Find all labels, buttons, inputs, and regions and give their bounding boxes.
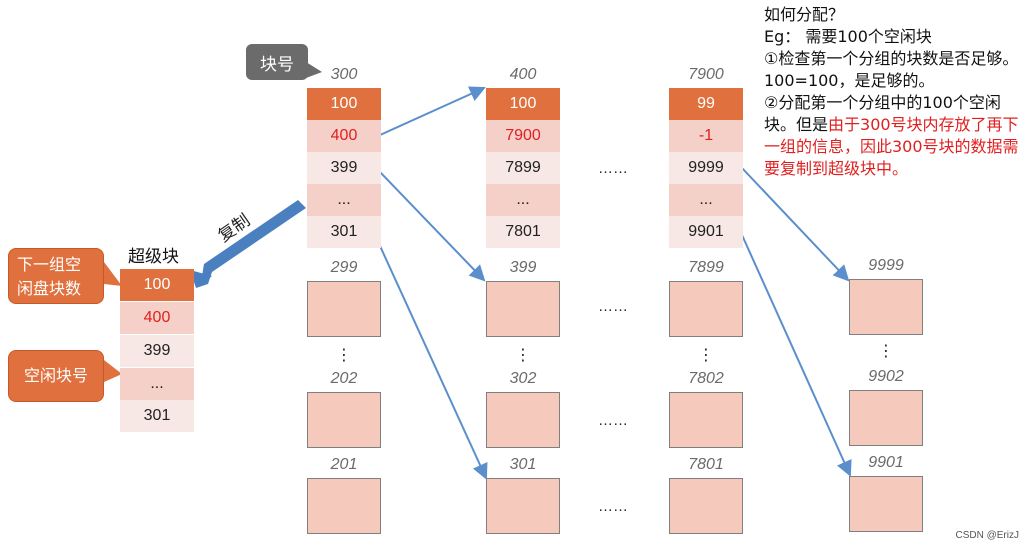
arrow-300-to-400: [379, 86, 486, 136]
block-number-tag-text: 块号: [260, 54, 294, 75]
arrow-9901-to-block: [741, 234, 852, 477]
superblock-cell-next: 400: [120, 302, 194, 334]
note-step2-black: ②分配第一个分组中的100个空闲块。但是: [764, 93, 1001, 134]
group2-cell-count: 100: [486, 88, 560, 120]
group2-cell-next: 7900: [486, 120, 560, 152]
horizontal-ellipsis: ……: [598, 160, 628, 177]
group1-cell: 399: [307, 152, 381, 184]
horizontal-ellipsis: ……: [598, 498, 628, 515]
group2-cell: 7899: [486, 152, 560, 184]
superblock-cell-count: 100: [120, 269, 194, 301]
note-step2: ②分配第一个分组中的100个空闲块。但是由于300号块内存放了再下一组的信息，因…: [764, 92, 1026, 180]
note-step2-red: 由于300号块内存放了再下一组的信息，因此300号块的数据需要复制到超级块中。: [764, 115, 1019, 178]
copy-arrow: [190, 200, 306, 288]
group3-cell: 9999: [669, 152, 743, 184]
group4-free-block: [849, 390, 923, 446]
group2-head-label: 400: [509, 66, 537, 83]
group3-cell: 9901: [669, 216, 743, 248]
callout-pointer-next-group: [104, 262, 122, 286]
group2-block-label: 302: [509, 370, 537, 387]
group2-block-label: 301: [509, 456, 537, 473]
superblock-title: 超级块: [128, 247, 179, 267]
group3-block-label: 7801: [688, 456, 724, 473]
callout-free-block: 空闲块号: [8, 350, 104, 402]
vertical-ellipsis: ⋮: [336, 345, 352, 364]
group1-block-label: 201: [330, 456, 358, 473]
note-line1: Eg： 需要100个空闲块: [764, 27, 932, 46]
group4-block-label: 9901: [868, 454, 904, 471]
group1-cell: 301: [307, 216, 381, 248]
horizontal-ellipsis: ……: [598, 412, 628, 429]
allocation-note: 如何分配？ Eg： 需要100个空闲块 ①检查第一个分组的块数是否足够。100=…: [764, 4, 1026, 180]
group4-free-block: [849, 279, 923, 335]
group1-block-label: 202: [330, 370, 358, 387]
note-title: 如何分配？: [764, 5, 845, 24]
vertical-ellipsis: ⋮: [878, 341, 894, 360]
group3-block-label: 7802: [688, 370, 724, 387]
group3-cell-count: 99: [669, 88, 743, 120]
watermark: CSDN @ErizJ: [955, 530, 1020, 541]
tag-pointer-block-number: [306, 62, 322, 78]
group3-block-label: 7899: [688, 259, 724, 276]
group1-free-block: [307, 478, 381, 534]
group2-cell: 7801: [486, 216, 560, 248]
group3-free-block: [669, 478, 743, 534]
group1-free-block: [307, 392, 381, 448]
group4-block-label: 9902: [868, 368, 904, 385]
group2-block-label: 399: [509, 259, 537, 276]
group3-free-block: [669, 392, 743, 448]
group3-cell-next: -1: [669, 120, 743, 152]
vertical-ellipsis: ⋮: [515, 345, 531, 364]
block-number-tag: 块号: [246, 44, 308, 80]
superblock-cell: 301: [120, 400, 194, 432]
vertical-ellipsis: ⋮: [698, 345, 714, 364]
superblock-cell: 399: [120, 335, 194, 367]
callout-pointer-free-block: [104, 360, 122, 382]
arrow-399-to-block: [377, 169, 486, 282]
group3-cell: ...: [669, 184, 743, 216]
superblock-cell: ...: [120, 368, 194, 400]
note-step1: ①检查第一个分组的块数是否足够。100=100，是足够的。: [764, 49, 1019, 90]
group3-free-block: [669, 281, 743, 337]
callout-next-group: 下一组空闲盘块数: [8, 248, 104, 304]
group1-cell-next: 400: [307, 120, 381, 152]
group1-free-block: [307, 281, 381, 337]
group1-block-label: 299: [330, 259, 358, 276]
group4-block-label: 9999: [868, 257, 904, 274]
group2-free-block: [486, 478, 560, 534]
arrow-9999-to-block: [741, 167, 850, 282]
group1-cell: ...: [307, 184, 381, 216]
group4-free-block: [849, 476, 923, 532]
group2-free-block: [486, 392, 560, 448]
group2-free-block: [486, 281, 560, 337]
arrow-301-to-block: [374, 234, 488, 480]
horizontal-ellipsis: ……: [598, 298, 628, 315]
group3-head-label: 7900: [688, 66, 724, 83]
group1-cell-count: 100: [307, 88, 381, 120]
group2-cell: ...: [486, 184, 560, 216]
group1-head-label: 300: [330, 66, 358, 83]
